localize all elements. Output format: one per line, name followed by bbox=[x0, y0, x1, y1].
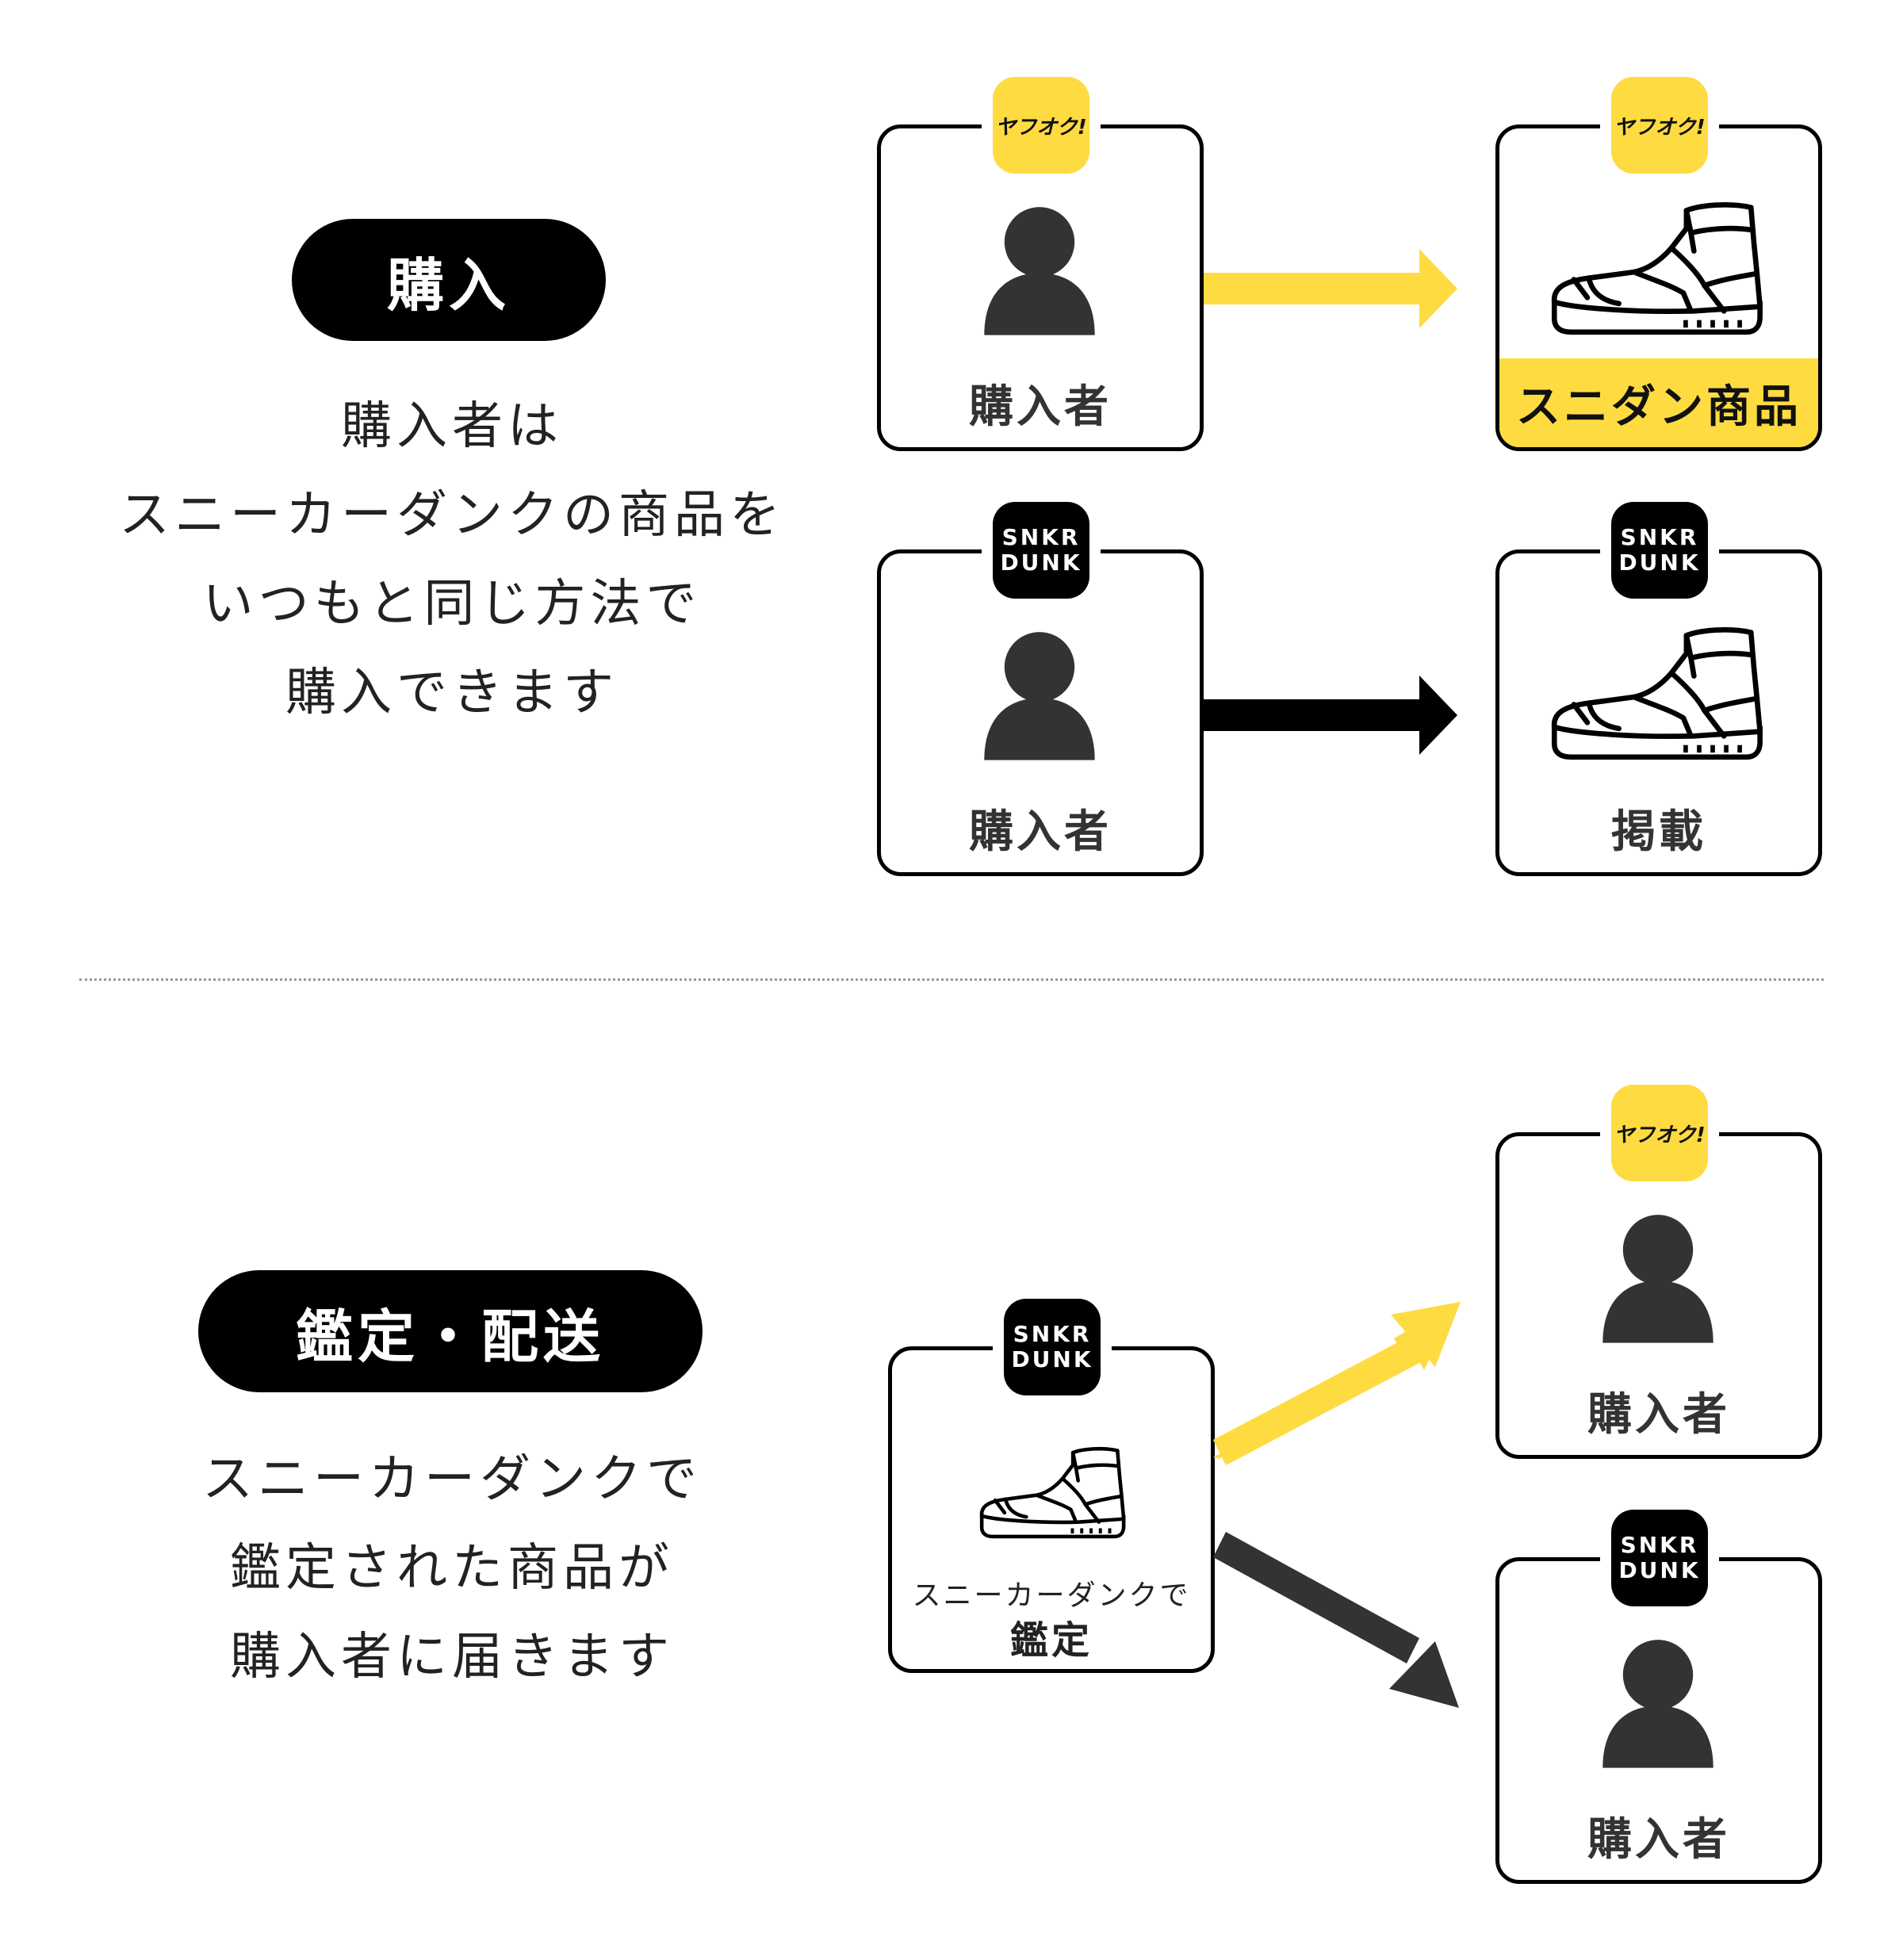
delivery-description: スニーカーダンクで 鑑定された商品が 購入者に届きます bbox=[63, 1435, 840, 1702]
arrow-shape bbox=[1204, 249, 1457, 328]
section-divider bbox=[79, 978, 1824, 981]
purchase-description: 購入者は スニーカーダンクの商品を いつもと同じ方法で 購入できます bbox=[63, 382, 840, 737]
yahoo-auction-logo: ヤフオク! bbox=[1611, 1085, 1708, 1181]
delivery-description-line: スニーカーダンクで bbox=[202, 1450, 702, 1509]
card-label: 購入者 bbox=[969, 806, 1112, 858]
sneaker-icon bbox=[974, 1444, 1130, 1548]
card-label: 購入者 bbox=[969, 381, 1112, 433]
yahoo-auction-logo-text: ヤフオク! bbox=[1614, 1123, 1706, 1147]
snkrdunk-logo-line1: SNKR bbox=[1013, 1321, 1092, 1347]
appraisal-label-small: スニーカーダンクで bbox=[912, 1579, 1191, 1612]
arrow-up-right-yellow-body bbox=[1213, 1337, 1421, 1465]
buyer-card-yahoo-delivery: 購入者 bbox=[1495, 1132, 1822, 1459]
snkrdunk-logo: SNKR DUNK bbox=[1004, 1299, 1101, 1395]
yahoo-auction-logo: ヤフオク! bbox=[1611, 77, 1708, 174]
card-label: 掲載 bbox=[1611, 806, 1706, 858]
yahoo-auction-logo-text: ヤフオク! bbox=[1614, 115, 1706, 140]
person-icon bbox=[984, 207, 1095, 335]
arrow-down-right-dark-body bbox=[1213, 1532, 1419, 1663]
snkrdunk-logo-line2: DUNK bbox=[1618, 1557, 1701, 1583]
snkrdunk-logo: SNKR DUNK bbox=[1611, 502, 1708, 599]
snkrdunk-logo-line2: DUNK bbox=[1618, 549, 1701, 576]
purchase-description-line: いつもと同じ方法で bbox=[202, 575, 702, 634]
sneaker-icon bbox=[1544, 623, 1769, 774]
product-card-yahoo: スニダン商品 bbox=[1495, 124, 1822, 451]
person-icon bbox=[984, 632, 1095, 760]
person-icon bbox=[1602, 1215, 1713, 1343]
arrow-right-black bbox=[1204, 676, 1457, 755]
person-icon bbox=[1602, 1640, 1713, 1768]
section-pill-delivery: 鑑定・配送 bbox=[198, 1270, 703, 1392]
appraisal-card-snkrdunk: スニーカーダンクで 鑑定 bbox=[888, 1346, 1215, 1673]
arrow-shape bbox=[1204, 676, 1457, 755]
buyer-card-snkrdunk: 購入者 bbox=[877, 549, 1204, 876]
snkrdunk-logo-line1: SNKR bbox=[1620, 1532, 1699, 1558]
sneaker-icon bbox=[1544, 198, 1769, 349]
purchase-description-line: 購入者は bbox=[341, 397, 563, 456]
purchase-description-line: スニーカーダンクの商品を bbox=[119, 486, 785, 545]
delivery-arrows bbox=[1213, 1302, 1461, 1708]
buyer-card-yahoo: 購入者 bbox=[877, 124, 1204, 451]
purchase-description-line: 購入できます bbox=[285, 664, 618, 722]
snkrdunk-logo-line1: SNKR bbox=[1001, 524, 1081, 550]
card-label: 購入者 bbox=[1587, 1388, 1730, 1441]
snkrdunk-logo: SNKR DUNK bbox=[993, 502, 1089, 599]
card-label-highlight: スニダン商品 bbox=[1499, 358, 1818, 447]
listing-card-snkrdunk: 掲載 bbox=[1495, 549, 1822, 876]
snkrdunk-logo-line2: DUNK bbox=[1000, 549, 1082, 576]
arrow-down-right-dark-head bbox=[1389, 1641, 1459, 1708]
buyer-card-snkrdunk-delivery: 購入者 bbox=[1495, 1557, 1822, 1884]
card-label: 購入者 bbox=[1587, 1813, 1730, 1866]
section-pill-purchase: 購入 bbox=[292, 219, 606, 341]
yahoo-auction-logo-text: ヤフオク! bbox=[995, 115, 1087, 140]
delivery-description-line: 鑑定された商品が bbox=[230, 1539, 674, 1598]
appraisal-label-main: 鑑定 bbox=[1009, 1618, 1093, 1663]
snkrdunk-logo: SNKR DUNK bbox=[1611, 1510, 1708, 1606]
snkrdunk-logo-line2: DUNK bbox=[1011, 1346, 1093, 1372]
arrow-up-right-yellow-head bbox=[1391, 1302, 1461, 1367]
delivery-description-line: 購入者に届きます bbox=[230, 1628, 674, 1686]
arrow-right-yellow bbox=[1204, 249, 1457, 328]
arrow-up-right-yellow bbox=[1213, 1302, 1457, 1459]
snkrdunk-logo-line1: SNKR bbox=[1620, 524, 1699, 550]
yahoo-auction-logo: ヤフオク! bbox=[993, 77, 1089, 174]
